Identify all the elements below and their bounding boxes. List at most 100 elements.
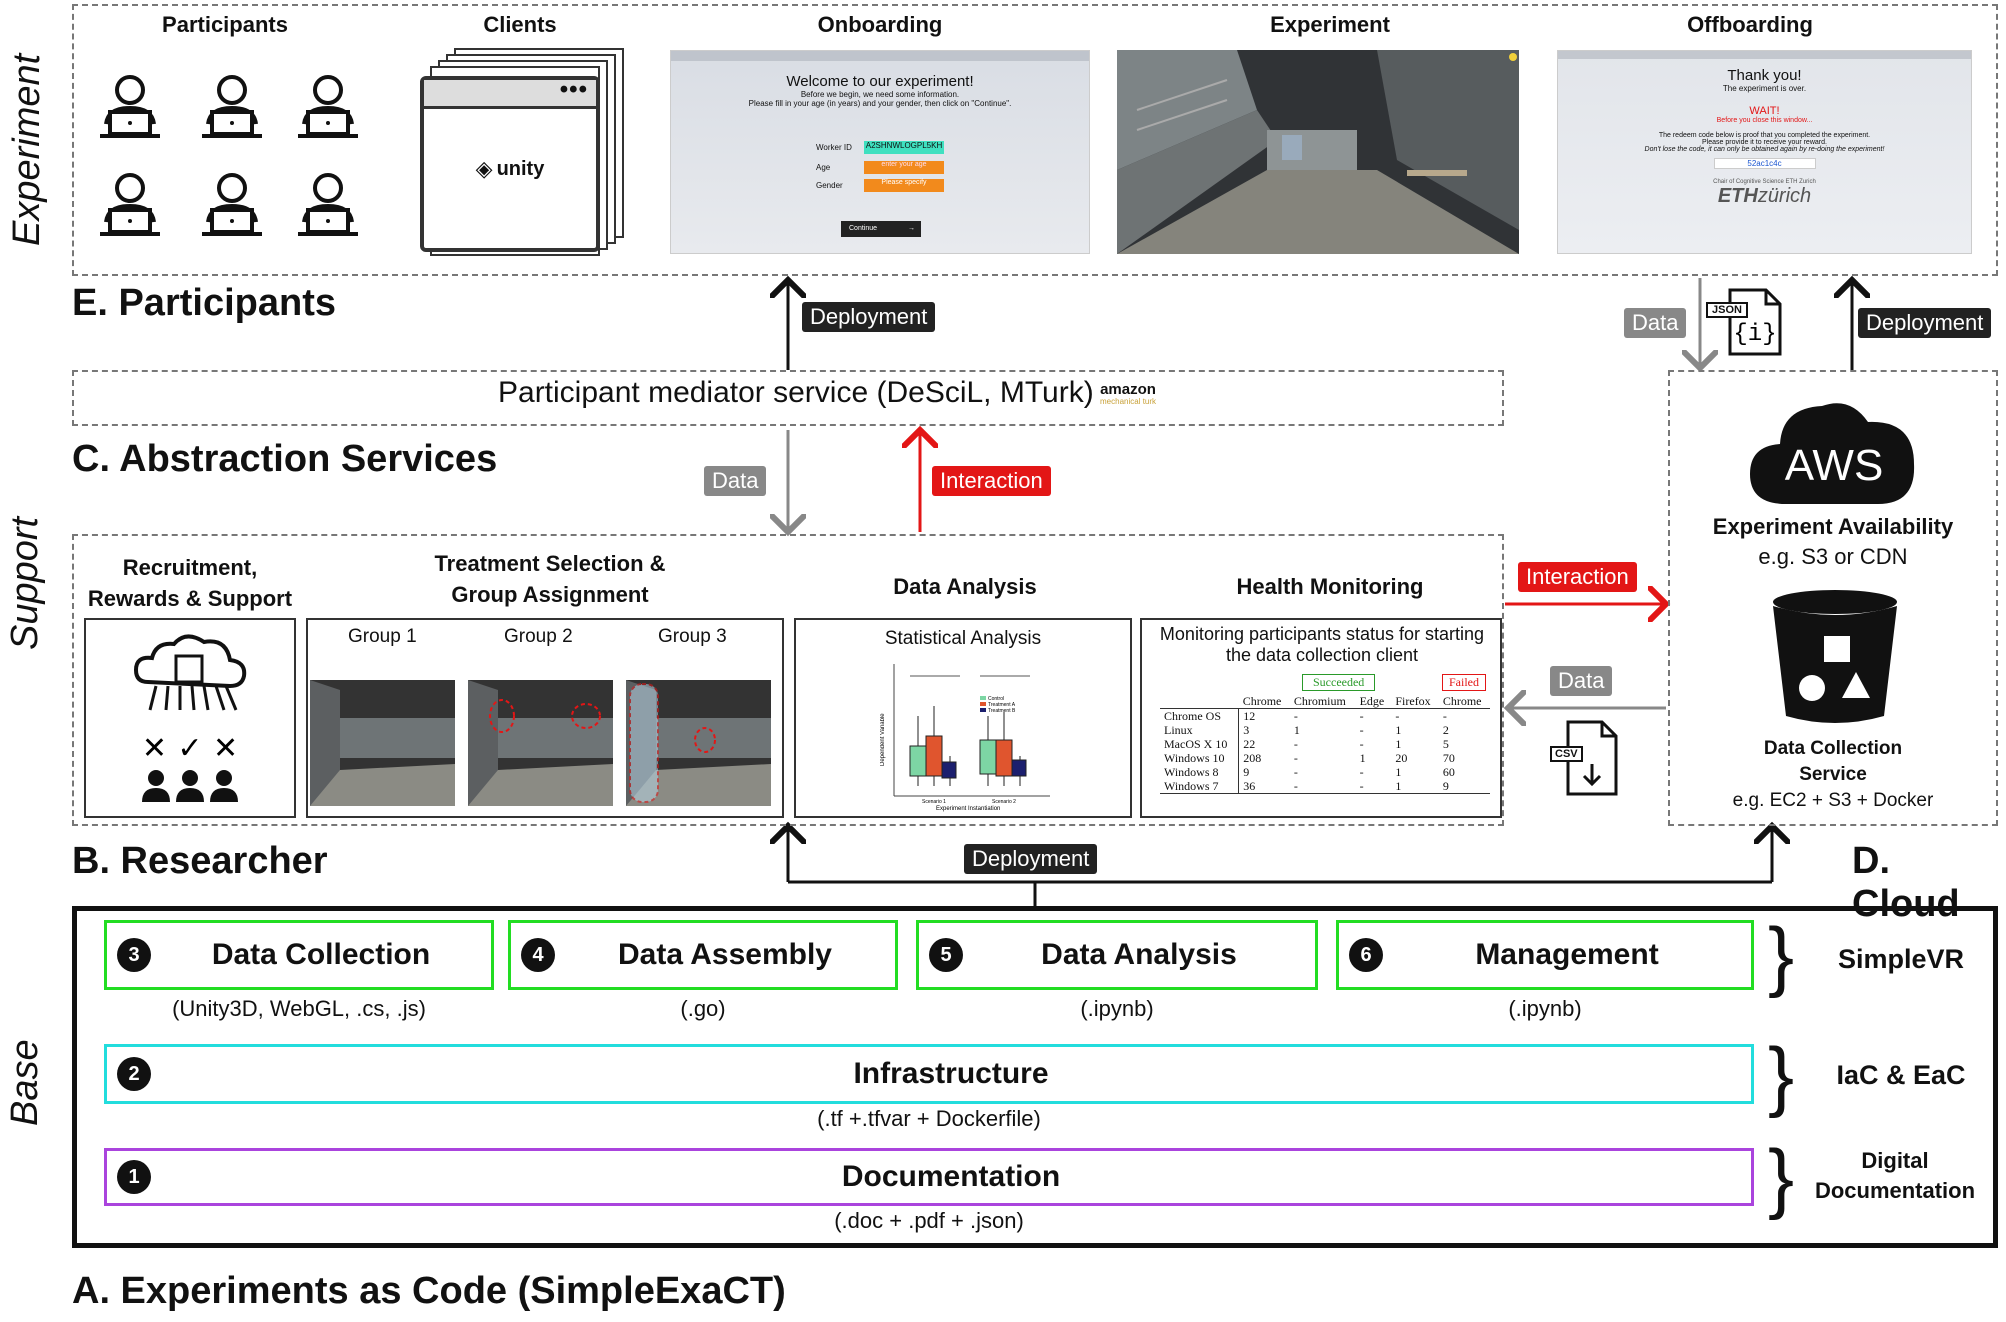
svg-text:Experiment Instantiation: Experiment Instantiation xyxy=(936,806,1000,812)
collection-title: Data Collection Service xyxy=(1763,738,1903,785)
base-frame xyxy=(72,906,1998,1248)
interaction-tag-mediator: Interaction xyxy=(932,466,1051,496)
offboarding-info2: Please provide it to receive your reward… xyxy=(1702,139,1827,146)
experiment-screenshot xyxy=(1117,50,1519,254)
offboarding-info3: Don't lose the code, it can only be obta… xyxy=(1644,146,1885,153)
offboarding-wait: WAIT! xyxy=(1749,105,1780,117)
data-tag-mediator: Data xyxy=(704,466,767,496)
step-4-badge: 4 xyxy=(521,938,555,972)
mediator-label: Participant mediator service (DeSciL, MT… xyxy=(498,376,1094,409)
digital-documentation-label: Digital Documentation xyxy=(1814,1148,1976,1203)
csv-label: CSV xyxy=(1550,746,1583,762)
svg-text:Control: Control xyxy=(988,696,1004,702)
collection-sub: e.g. EC2 + S3 + Docker xyxy=(1732,790,1934,811)
svg-text:Treatment B: Treatment B xyxy=(988,708,1016,714)
step-5-badge: 5 xyxy=(929,938,963,972)
experiment-frame xyxy=(72,4,1998,276)
offboarding-header: Offboarding xyxy=(1687,12,1813,37)
brace-simplevr: } xyxy=(1768,911,1795,999)
mediator-frame xyxy=(72,370,1504,426)
svg-text:Scenario 1: Scenario 1 xyxy=(922,799,946,805)
deployment-tag-onboarding: Deployment xyxy=(802,302,936,332)
svg-text:AWS: AWS xyxy=(1785,441,1884,490)
worker-id-label: Worker ID xyxy=(816,143,852,152)
data-analysis-header: Data Analysis xyxy=(893,574,1037,599)
csv-file-icon: CSV xyxy=(1548,718,1628,798)
onboarding-screenshot: Welcome to our experiment! Before we beg… xyxy=(670,50,1090,254)
step-1-badge: 1 xyxy=(117,1160,151,1194)
health-panel: Monitoring participants status for start… xyxy=(1140,618,1502,818)
json-file-icon: {i} JSON xyxy=(1706,286,1786,358)
cloud-frame xyxy=(1668,370,1998,826)
clients-window-stack: ••• ◈ unity xyxy=(420,48,630,256)
section-label-abstraction: C. Abstraction Services xyxy=(72,438,498,480)
data-tag-cloud: Data xyxy=(1550,666,1613,696)
eth-logo: ETHzürich xyxy=(1717,185,1812,207)
participants-header: Participants xyxy=(162,12,288,37)
brace-iac: } xyxy=(1768,1031,1795,1119)
deployment-tag-base: Deployment xyxy=(964,844,1098,874)
recruitment-panel: ✕ ✓ ✕ xyxy=(84,618,296,818)
svg-text:Dependent Variable: Dependent Variable xyxy=(880,713,886,766)
unity-logo-text: unity xyxy=(496,157,545,180)
onboarding-line1: Before we begin, we need some informatio… xyxy=(800,90,960,99)
group-3-label: Group 3 xyxy=(658,626,727,647)
data-analysis-sub: (.ipynb) xyxy=(1080,996,1154,1021)
group-scenes-image xyxy=(310,680,771,806)
selection-marks-icon: ✕ ✓ ✕ xyxy=(142,731,238,766)
data-assembly-bar[interactable]: 4 Data Assembly xyxy=(508,920,898,990)
unity-logo-icon: ◈ xyxy=(475,156,493,181)
offboarding-footer: Chair of Cognitive Science ETH Zurich xyxy=(1713,179,1816,185)
window-dots-icon: ••• xyxy=(559,76,588,103)
client-window: ••• ◈ unity xyxy=(420,76,600,252)
section-label-simpleexact: A. Experiments as Code (SimpleExaCT) xyxy=(72,1270,786,1312)
treatment-header: Treatment Selection & Group Assignment xyxy=(434,551,666,607)
clients-header: Clients xyxy=(483,12,557,37)
health-description: Monitoring participants status for start… xyxy=(1159,624,1485,665)
data-assembly-label: Data Assembly xyxy=(618,938,832,971)
treatment-panel: Group 1 Group 2 Group 3 xyxy=(306,618,784,818)
continue-button[interactable]: Continue→ xyxy=(841,221,921,237)
svg-text:Treatment A: Treatment A xyxy=(988,702,1016,708)
age-field[interactable]: enter your age xyxy=(864,161,944,174)
section-label-researcher: B. Researcher xyxy=(72,840,328,882)
researcher-frame xyxy=(72,534,1504,826)
step-6-badge: 6 xyxy=(1349,938,1383,972)
svg-text:Scenario 2: Scenario 2 xyxy=(992,799,1016,805)
offboarding-info1: The redeem code below is proof that you … xyxy=(1658,132,1871,139)
statistical-panel: Statistical Analysis Dependent Variable … xyxy=(794,618,1132,818)
onboarding-line2: Please fill in your age (in years) and y… xyxy=(748,99,1012,108)
statistical-label: Statistical Analysis xyxy=(884,628,1042,649)
recruitment-header: Recruitment, Rewards & Support xyxy=(87,555,293,611)
gender-select[interactable]: Please specify xyxy=(864,179,944,192)
bucket-icon xyxy=(1773,590,1897,723)
management-bar[interactable]: 6 Management xyxy=(1336,920,1754,990)
group-1-label: Group 1 xyxy=(348,626,417,647)
svg-text:{i}: {i} xyxy=(1733,321,1776,348)
infrastructure-sub: (.tf +.tfvar + Dockerfile) xyxy=(817,1106,1041,1131)
worker-id-field[interactable]: A2SHNWLOGPL5KH xyxy=(864,141,944,154)
offboarding-line1: The experiment is over. xyxy=(1722,84,1807,93)
simplevr-label: SimpleVR xyxy=(1837,944,1965,974)
availability-sub: e.g. S3 or CDN xyxy=(1758,544,1908,569)
offboarding-screenshot: Thank you! The experiment is over. WAIT!… xyxy=(1557,50,1972,254)
json-label: JSON xyxy=(1706,302,1748,318)
gender-label: Gender xyxy=(816,181,843,190)
documentation-bar[interactable]: 1 Documentation xyxy=(104,1148,1754,1206)
data-collection-label: Data Collection xyxy=(211,938,431,971)
data-analysis-bar[interactable]: 5 Data Analysis xyxy=(916,920,1318,990)
succeeded-badge: Succeeded xyxy=(1302,674,1376,691)
data-collection-sub: (Unity3D, WebGL, .cs, .js) xyxy=(172,996,426,1021)
redeem-code[interactable]: 52ac1c4c xyxy=(1713,158,1816,169)
data-collection-bar[interactable]: 3 Data Collection xyxy=(104,920,494,990)
health-monitoring-header: Health Monitoring xyxy=(1236,574,1424,599)
deployment-tag-cloud: Deployment xyxy=(1858,308,1992,338)
infrastructure-bar[interactable]: 2 Infrastructure xyxy=(104,1044,1754,1104)
failed-badge: Failed xyxy=(1442,674,1486,691)
